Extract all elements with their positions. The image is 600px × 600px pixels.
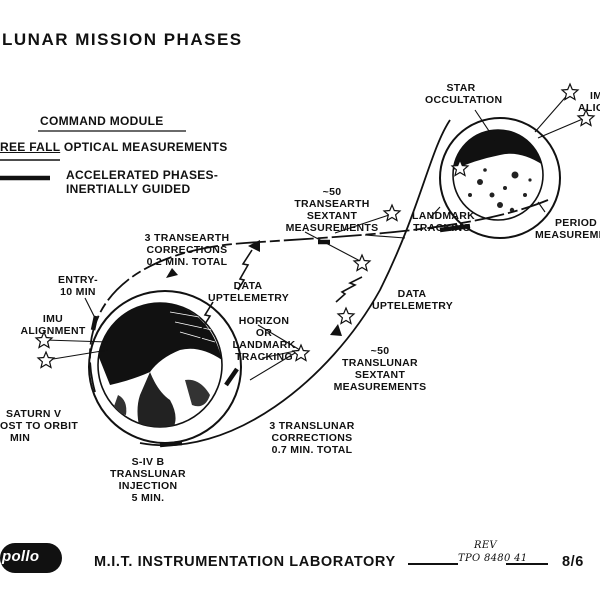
apollo-logo-shape <box>0 543 62 573</box>
translunar-trajectory <box>139 119 451 447</box>
legend-accelerated-2: INERTIALLY GUIDED <box>66 182 191 196</box>
star-icon <box>576 108 596 127</box>
apollo-logo: pollo <box>2 548 40 565</box>
moon-globe <box>452 129 544 221</box>
legend-accelerated-1: ACCELERATED PHASES- <box>66 168 219 182</box>
star-markers <box>34 82 596 369</box>
label-entry: ENTRY-10 MIN <box>58 274 98 298</box>
footer-doc-number: TPO 8480 41 <box>458 553 528 564</box>
star-icon <box>382 203 402 222</box>
legend-heading: COMMAND MODULE <box>40 114 164 128</box>
star-icon <box>291 343 311 362</box>
star-icon <box>34 330 54 349</box>
star-icon <box>450 158 470 177</box>
lunar-orbit <box>439 117 561 239</box>
telemetry-bolts <box>199 249 363 341</box>
star-icon <box>560 82 580 101</box>
direction-arrows <box>166 240 342 336</box>
pointer-lines <box>44 91 586 381</box>
label-period-measurement: PERIODMEASUREMEN <box>535 217 600 241</box>
page-title: LUNAR MISSION PHASES <box>2 30 243 49</box>
legend-free-fall: REE FALL OPTICAL MEASUREMENTS <box>0 140 228 154</box>
accelerated-segments <box>90 223 471 448</box>
star-icon <box>352 253 372 272</box>
footer-rev-note: REV <box>474 540 497 551</box>
transearth-trajectory <box>89 199 549 393</box>
star-icon <box>336 306 356 325</box>
footer-lab-name: M.I.T. INSTRUMENTATION LABORATORY <box>94 554 396 570</box>
star-icon <box>36 350 56 369</box>
earth-globe <box>97 302 223 428</box>
footer-date: 8/6 <box>562 554 584 570</box>
